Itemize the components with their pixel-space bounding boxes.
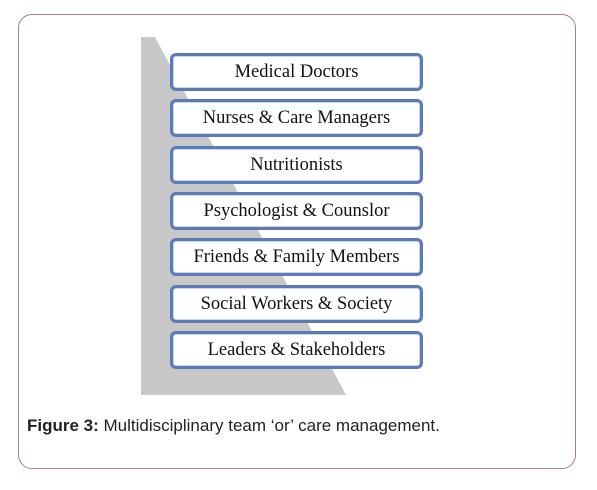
tier-nutritionists: Nutritionists — [170, 146, 423, 184]
figure-caption: Figure 3: Multidisciplinary team ‘or’ ca… — [27, 416, 440, 436]
tier-friends-family: Friends & Family Members — [170, 238, 423, 276]
team-diagram: Medical Doctors Nurses & Care Managers N… — [141, 37, 441, 395]
caption-label: Figure 3: — [27, 416, 99, 435]
tier-psychologist-counselor: Psychologist & Counslor — [170, 192, 423, 230]
tier-social-workers-society: Social Workers & Society — [170, 285, 423, 323]
tier-nurses-care-managers: Nurses & Care Managers — [170, 99, 423, 137]
tier-leaders-stakeholders: Leaders & Stakeholders — [170, 331, 423, 369]
caption-text: Multidisciplinary team ‘or’ care managem… — [98, 416, 440, 435]
tier-medical-doctors: Medical Doctors — [170, 53, 423, 91]
